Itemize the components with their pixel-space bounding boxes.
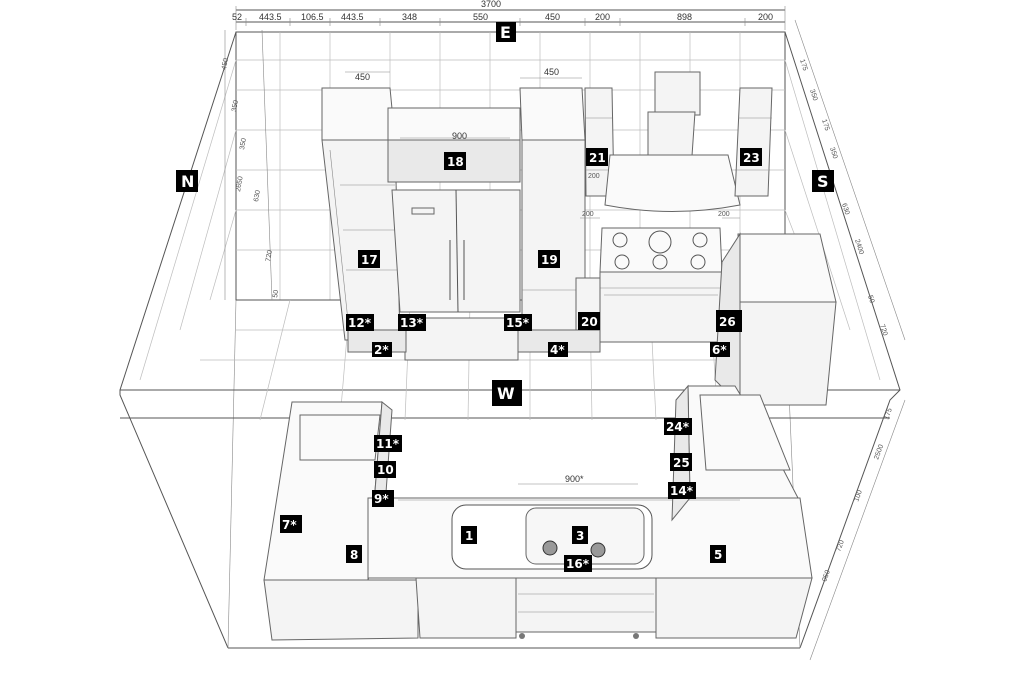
dim-seg-10: 200 [758,12,773,22]
ldim-3: 350 [239,138,248,151]
right-vertical-dimensions: 175 350 175 350 630 2400 50 720 175 2500… [794,19,906,661]
tag-3: 3 [576,529,584,543]
rdim-4: 350 [828,146,838,159]
tag-20: 20 [581,315,598,329]
tag-26: 26 [719,315,736,329]
tag-15: 15* [506,316,530,330]
dim-seg-2: 443.5 [259,12,282,22]
tag-6: 6* [712,343,727,357]
tag-16: 16* [566,557,590,571]
ldim-1: 450 [221,58,230,71]
compass-north-box [176,170,198,192]
tag-13: 13* [400,316,424,330]
ldim-6: 720 [265,250,274,263]
tag-23: 23 [743,151,760,165]
sink-worktop: 900* [367,474,813,639]
compass-east-box [496,22,516,42]
dim-left-cab: 450 [355,72,370,82]
ldim-7: 50 [272,289,280,298]
rdim-12: 720 [835,539,846,552]
tag-1: 1 [465,529,473,543]
tag-12: 12* [348,316,372,330]
dim-hob-left: 200 [582,211,594,218]
dim-shelf-21: 200 [588,173,600,180]
dim-seg-8: 200 [595,12,610,22]
tall-cabinet-19: 450 [519,67,586,341]
tag-5: 5 [714,548,722,562]
rdim-9: 175 [883,407,894,420]
rdim-5: 630 [840,202,850,215]
rdim-11: 100 [853,489,864,502]
compass-south: S [817,172,829,191]
tag-11: 11* [376,437,400,451]
fridge-unit-18: 900 [387,107,521,361]
tag-24: 24* [666,420,690,434]
tag-18: 18 [447,155,464,169]
rdim-10: 2500 [873,444,885,461]
dim-seg-3: 106.5 [301,12,324,22]
extractor-hood [604,71,741,212]
ldim-5: 630 [253,190,262,203]
dim-seg-7: 450 [545,12,560,22]
tag-17: 17 [361,253,378,267]
rdim-2: 350 [808,88,818,101]
rdim-7: 50 [866,294,875,304]
tall-unit-26 [714,232,837,407]
dim-right-cab: 450 [544,67,559,77]
tag-4: 4* [550,343,565,357]
dim-total: 3700 [481,0,501,9]
dim-hob-right: 200 [718,211,730,218]
tag-9: 9* [374,492,389,506]
item-tags: 1 2* 3 4* 5 6* 7* 8 9* 10 11* 12* 13* 14… [280,148,762,572]
dim-sink: 900* [565,474,584,484]
wall-shelf-21: 200 [584,87,615,197]
dim-seg-1: 52 [232,12,242,22]
rdim-8: 720 [878,323,888,336]
dim-fridge: 900 [452,131,467,141]
rdim-13: 050 [821,569,832,582]
compass-east: E [500,23,511,42]
tag-14: 14* [670,484,694,498]
wall-shelf-23 [734,87,773,197]
dim-seg-5: 348 [402,12,417,22]
rdim-6: 2400 [853,238,865,255]
rdim-1: 175 [798,58,808,71]
compass-labels: E N S W [176,22,834,406]
tag-10: 10 [377,463,394,477]
compass-west: W [497,384,515,403]
ldim-4: 2650 [235,176,245,193]
compass-south-box [812,170,834,192]
tag-19: 19 [541,253,558,267]
tag-2: 2* [374,343,389,357]
compass-north: N [181,172,194,191]
left-vertical-dimensions: 450 350 350 2650 630 720 50 [221,29,280,301]
left-peninsula [263,401,419,641]
tall-shelf-unit-17: 450 [321,71,401,341]
dim-seg-9: 898 [677,12,692,22]
rdim-3: 175 [820,118,830,131]
dim-seg-6: 550 [473,12,488,22]
range-cooker: 200 200 [580,211,740,343]
tag-7: 7* [282,518,297,532]
ldim-2: 350 [231,100,240,113]
dim-seg-4: 443.5 [341,12,364,22]
tag-25: 25 [673,456,690,470]
top-dimension-lines: 3700 52 443.5 106.5 443.5 348 550 450 20… [232,0,786,30]
tag-8: 8 [350,548,358,562]
compass-west-box [492,380,522,406]
tag-21: 21 [589,151,606,165]
